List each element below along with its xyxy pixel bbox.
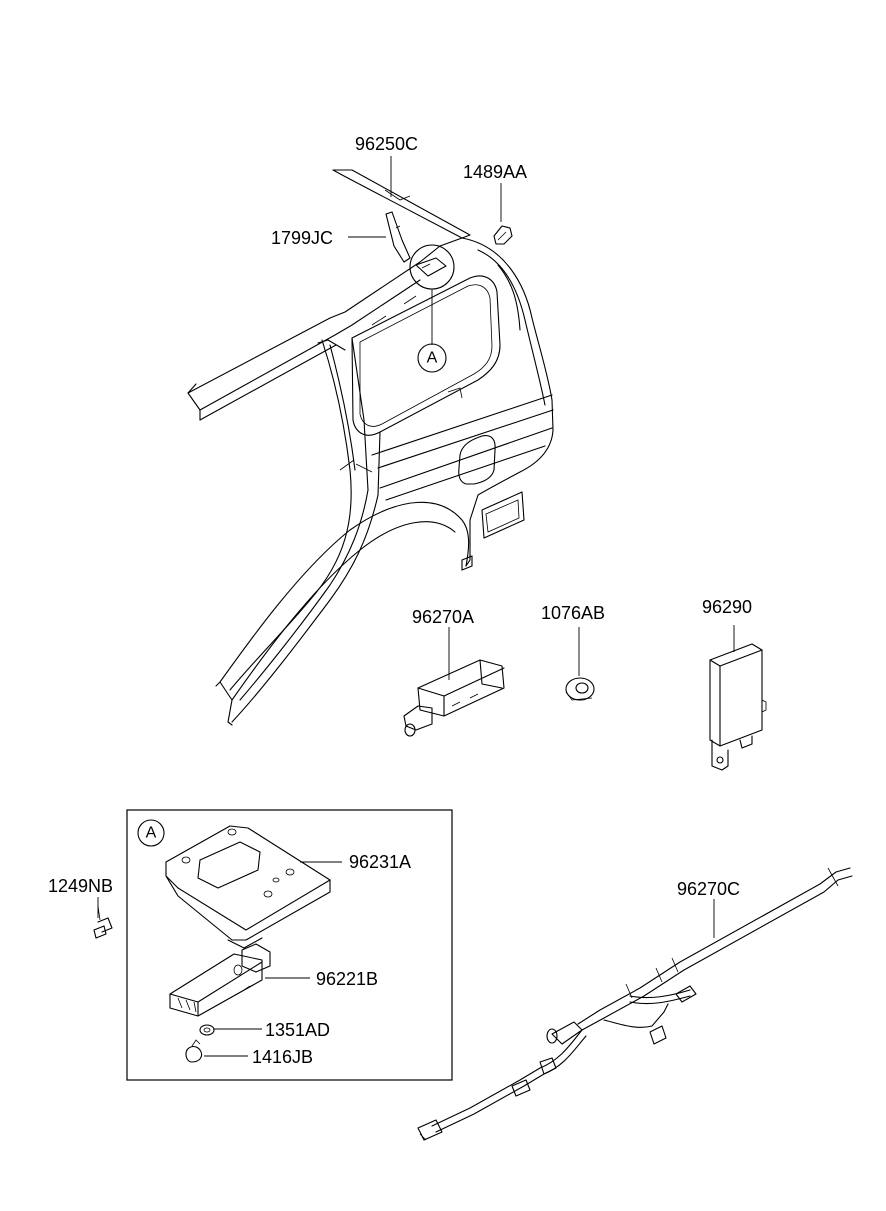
part-labels: 96250C 1489AA 1799JC 96270A 1076AB 96290… <box>48 134 752 1067</box>
label-96270a: 96270A <box>412 607 474 627</box>
label-1351ad: 1351AD <box>265 1020 330 1040</box>
detail-callout-letter: A <box>427 350 438 367</box>
label-96270c: 96270C <box>677 879 740 899</box>
label-1489aa: 1489AA <box>463 162 527 182</box>
label-1249nb: 1249NB <box>48 876 113 896</box>
label-1799jc: 1799JC <box>271 228 333 248</box>
part-1489aa-drawing <box>493 225 513 245</box>
part-1416jb-drawing <box>185 1039 203 1063</box>
label-1416jb: 1416JB <box>252 1047 313 1067</box>
part-1076ab-drawing <box>565 677 595 701</box>
part-96290-drawing <box>709 643 767 771</box>
part-1249nb-drawing <box>93 905 113 939</box>
detail-box-letter: A <box>146 825 157 842</box>
label-96231a: 96231A <box>349 852 411 872</box>
detail-box-callout: A <box>137 819 165 847</box>
part-1351ad-drawing <box>199 1024 215 1036</box>
label-96221b: 96221B <box>316 969 378 989</box>
label-1076ab: 1076AB <box>541 603 605 623</box>
quarter-panel-drawing <box>187 169 554 726</box>
label-96250c: 96250C <box>355 134 418 154</box>
detail-box-a <box>126 809 453 1081</box>
label-96290: 96290 <box>702 597 752 617</box>
part-96270a-drawing <box>403 659 505 737</box>
part-96221b-drawing <box>169 943 271 1017</box>
part-96231a-drawing <box>165 825 331 949</box>
part-1799jc-drawing <box>385 211 411 263</box>
part-96270c-drawing <box>417 867 853 1141</box>
detail-callout-a: A <box>417 343 447 373</box>
